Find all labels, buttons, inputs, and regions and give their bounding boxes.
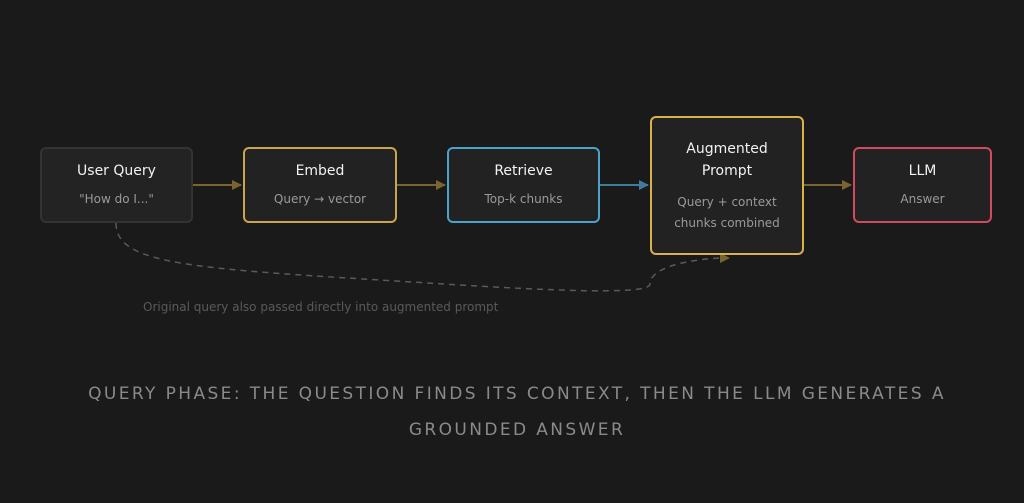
node-retrieve: Retrieve Top-k chunks [447,147,600,223]
node-user-query: User Query "How do I..." [40,147,193,223]
node-user-query-title: User Query [77,163,156,179]
diagram-caption: Query phase: the question finds its cont… [88,384,946,440]
edge-dashed-bypass [115,222,728,292]
node-llm-title: LLM [908,163,937,179]
node-embed-sub: Query → vector [273,192,367,206]
node-augmented-sub: Query + context chunks combined [674,194,780,230]
node-augmented-prompt: Augmented Prompt Query + context chunks … [650,116,804,255]
node-llm-sub: Answer [900,192,945,206]
node-embed: Embed Query → vector [243,147,397,223]
edge-dashed-arrowhead [720,253,730,263]
bypass-note: Original query also passed directly into… [143,300,499,314]
node-embed-title: Embed [295,163,345,179]
node-augmented-title: Augmented Prompt [686,140,768,179]
node-llm: LLM Answer [853,147,992,223]
node-retrieve-sub: Top-k chunks [484,192,563,206]
node-user-query-sub: "How do I..." [79,192,154,206]
node-retrieve-title: Retrieve [494,163,553,179]
